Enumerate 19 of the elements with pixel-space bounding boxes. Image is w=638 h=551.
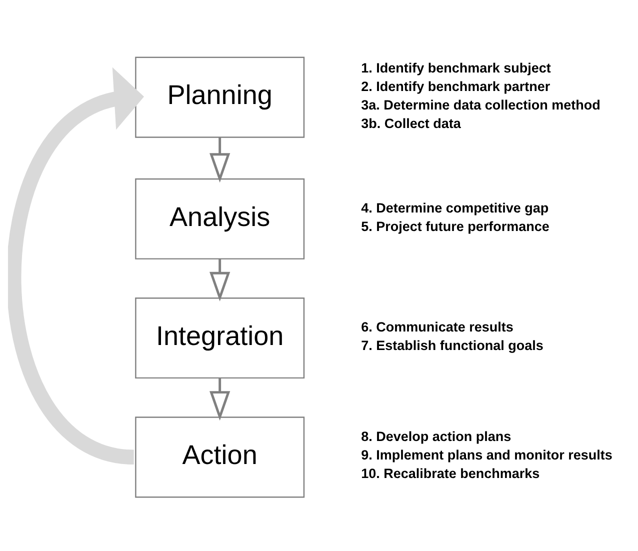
node-label: 1. Identify benchmark subject xyxy=(361,60,551,75)
node-label: 8. Develop action plans xyxy=(361,428,512,444)
node-label: 5. Project future performance xyxy=(361,218,550,234)
arrow xyxy=(210,378,230,420)
node-box: Integration xyxy=(135,297,305,378)
node-label: 9. Implement plans and monitor results xyxy=(361,446,612,462)
node-label: 10. Recalibrate benchmarks xyxy=(361,465,540,480)
node-box: Action xyxy=(135,416,305,498)
node-label: 4. Determine competitive gap xyxy=(361,200,549,215)
node-box: Analysis xyxy=(135,178,305,259)
arrow xyxy=(210,137,230,182)
arrow xyxy=(8,66,144,464)
node-label: 7. Establish functional goals xyxy=(361,338,544,353)
node-label: 3a. Determine data collection method xyxy=(361,96,600,112)
arrow xyxy=(210,258,230,301)
node-label: 2. Identify benchmark partner xyxy=(361,78,550,94)
node-label: 6. Communicate results xyxy=(361,319,514,334)
node-box: Planning xyxy=(135,56,305,138)
node-label: 3b. Collect data xyxy=(361,115,461,130)
